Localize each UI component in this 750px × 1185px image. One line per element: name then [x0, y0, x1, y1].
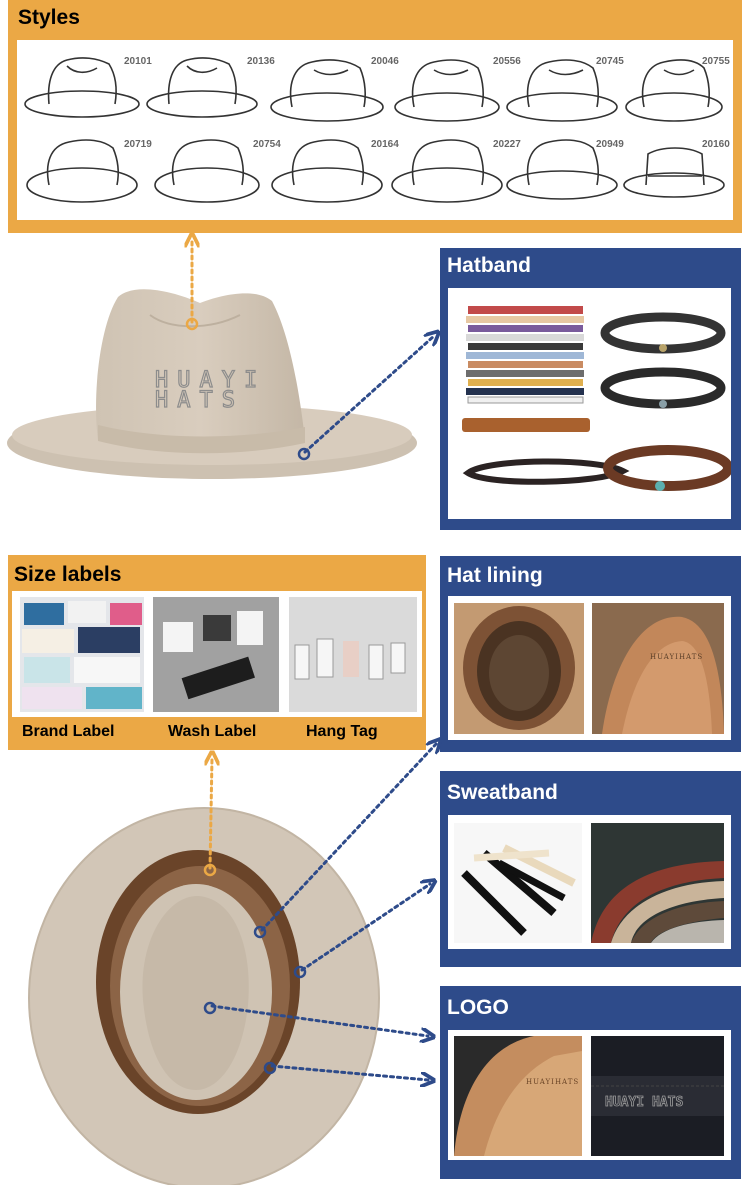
logo-panel: LOGO HUAYIHATS HUAYI HATS [440, 986, 741, 1179]
fedora-top-view [28, 807, 380, 1185]
hat-lining-panel: Hat lining HUAYIHATS [440, 556, 741, 752]
brand-label-caption: Brand Label [22, 723, 115, 740]
sweatband-photo-1 [454, 823, 582, 943]
style-code: 20164 [371, 139, 399, 150]
lining-photo-2: HUAYIHATS [592, 603, 724, 734]
watermark-line1: HUAYI [155, 368, 266, 393]
style-code: 20101 [124, 56, 152, 67]
brand-label-photo [20, 597, 144, 712]
style-code: 20556 [493, 56, 521, 67]
logo-title: LOGO [447, 996, 509, 1019]
size-labels-panel: Size labels [8, 555, 426, 750]
style-code: 20745 [596, 56, 624, 67]
watermark-line2: HATS [155, 388, 244, 413]
sweatband-title: Sweatband [447, 781, 558, 804]
style-code: 20949 [596, 139, 624, 150]
logo-print-2: HUAYI HATS [605, 1095, 683, 1110]
lining-photo-1 [454, 603, 584, 734]
style-code: 20160 [702, 139, 730, 150]
hatband-panel: Hatband [440, 248, 741, 530]
hatband-title: Hatband [447, 254, 531, 277]
styles-panel: Styles 20101 20136 20046 2 [8, 0, 742, 233]
logo-photo-1: HUAYIHATS [454, 1036, 582, 1156]
logo-print-1: HUAYIHATS [526, 1078, 579, 1086]
size-labels-title: Size labels [14, 563, 122, 586]
hang-tag-caption: Hang Tag [306, 723, 378, 740]
style-code: 20227 [493, 139, 521, 150]
hat-lining-title: Hat lining [447, 564, 543, 587]
styles-grid: 20101 20136 20046 20556 20745 20755 2071… [17, 40, 733, 220]
fedora-side-view: HUAYI HATS [7, 289, 417, 479]
sweatband-panel: Sweatband [440, 771, 741, 967]
wash-label-caption: Wash Label [168, 723, 257, 740]
hat-sketch-grid [24, 57, 725, 203]
style-code: 20136 [247, 56, 275, 67]
style-code: 20719 [124, 139, 152, 150]
style-code: 20046 [371, 56, 399, 67]
hatband-photo [448, 288, 731, 519]
lining-print: HUAYIHATS [650, 653, 703, 661]
styles-title: Styles [18, 6, 80, 29]
style-code: 20754 [253, 139, 281, 150]
style-code: 20755 [702, 56, 730, 67]
hang-tag-photo [289, 597, 417, 712]
wash-label-photo [153, 597, 279, 712]
logo-photo-2: HUAYI HATS [591, 1036, 724, 1156]
sweatband-photo-2 [591, 823, 724, 943]
